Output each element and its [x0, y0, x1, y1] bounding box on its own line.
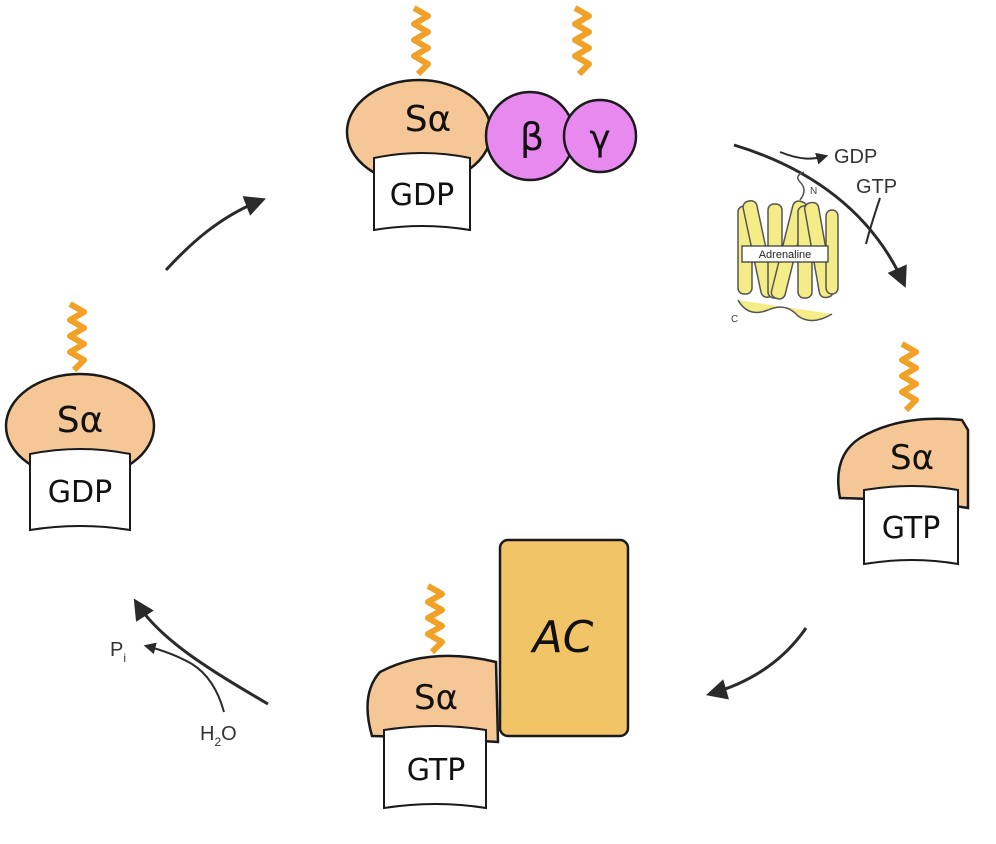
gamma-subunit [562, 98, 638, 174]
nucleotide-label: GDP [48, 475, 112, 510]
nucleotide-box [863, 485, 959, 566]
hydrolysis-step: Pi H2O [110, 598, 269, 749]
lipid-anchor-icon [572, 5, 592, 77]
alpha-label: Sα [57, 400, 104, 441]
gdp-out-arrow [779, 151, 829, 165]
nucleotide-label: GDP [390, 178, 454, 213]
lipid-anchor-icon [67, 301, 87, 373]
beta-label: β [520, 115, 544, 159]
bottom-complex: AC Sα GTP [366, 538, 630, 810]
top-complex: Sα GDP β γ [345, 5, 638, 232]
alpha-label: Sα [405, 99, 452, 140]
lipid-anchor-icon [899, 341, 919, 413]
cycle-arrow-right-bottom [705, 627, 808, 700]
cycle-arrow-main [133, 598, 269, 706]
gdp-out-label: GDP [834, 146, 877, 168]
adenylyl-cyclase [498, 538, 630, 738]
lipid-anchor-icon [411, 5, 431, 77]
cycle-arrow-left-top [164, 196, 266, 272]
gtp-in-curve [865, 197, 881, 245]
receptor-icon: N Adrenaline C [731, 171, 839, 325]
nucleotide-box [383, 725, 487, 810]
nucleotide-label: GTP [407, 753, 466, 788]
alpha-label: Sα [414, 678, 458, 718]
gamma-label: γ [589, 118, 610, 159]
left-complex: Sα GDP [4, 301, 156, 532]
right-complex: Sα GTP [836, 341, 970, 566]
cycle-arrow-main [733, 143, 907, 288]
receptor-ligand-label: Adrenaline [759, 249, 812, 261]
gtp-in-label: GTP [856, 176, 897, 198]
h2o-in-curve [143, 642, 225, 713]
pi-out-label: Pi [110, 639, 126, 665]
alpha-label: Sα [890, 438, 934, 478]
receptor-c-terminus: C [731, 314, 738, 325]
nucleotide-label: GTP [882, 511, 941, 546]
exchange-step: GDP GTP N Adrenaline C [731, 143, 907, 325]
nucleotide-box [373, 152, 471, 232]
lipid-anchor-icon [425, 583, 445, 655]
nucleotide-box [29, 448, 131, 532]
h2o-in-label: H2O [200, 723, 237, 749]
receptor-n-terminus: N [810, 186, 817, 197]
effector-label: AC [530, 612, 594, 663]
